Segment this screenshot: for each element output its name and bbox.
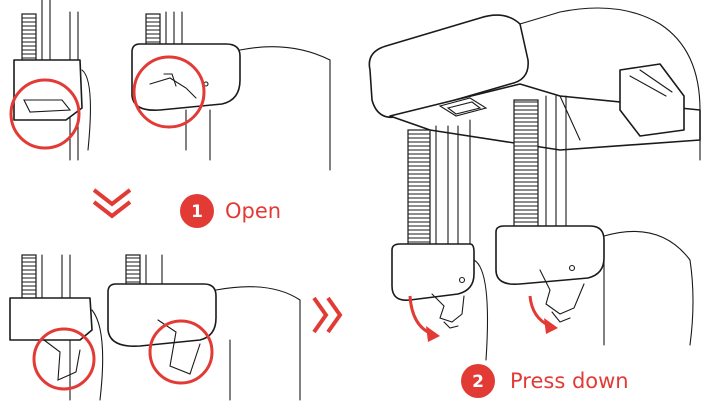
panel-opened <box>10 255 300 400</box>
step-2: 2 Press down <box>461 364 629 398</box>
double-chevron-right-icon <box>314 298 340 332</box>
step-1-number: 1 <box>191 202 203 222</box>
step-2-label: Press down <box>510 369 629 393</box>
step-2-number: 2 <box>472 372 484 392</box>
press-down-arrow-icon <box>410 296 440 342</box>
step-1-label: Open <box>225 199 281 223</box>
step-1: 1 Open <box>180 194 281 228</box>
double-chevron-down-icon <box>94 190 130 216</box>
panel-press-down <box>369 8 700 360</box>
